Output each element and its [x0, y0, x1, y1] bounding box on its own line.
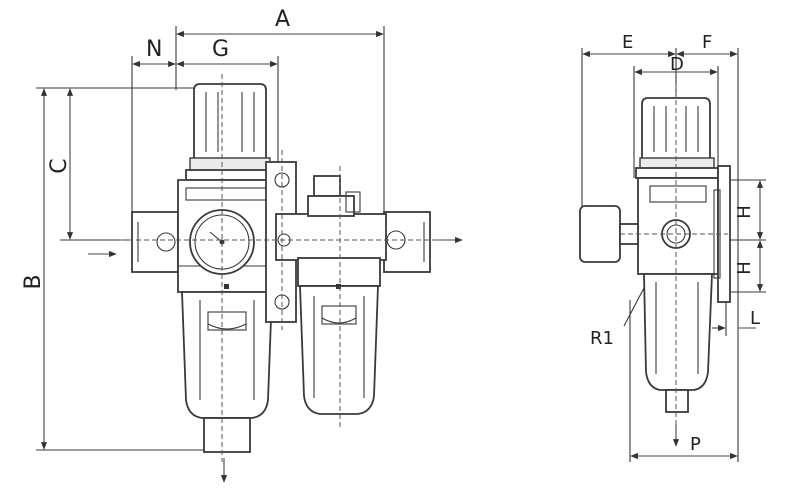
front-view: A N G B C: [21, 7, 463, 483]
dimension-e-f: E F: [581, 32, 739, 300]
lubricator: [297, 175, 381, 415]
dimension-a: A: [175, 7, 385, 212]
label-p: P: [690, 434, 701, 455]
label-c: C: [47, 158, 72, 173]
label-l: L: [750, 308, 760, 329]
side-view: E F D H H L: [579, 32, 766, 462]
dimension-p: P: [629, 300, 739, 462]
label-h-upper: H: [734, 205, 755, 219]
label-f: F: [702, 32, 712, 53]
label-h-lower: H: [734, 261, 755, 275]
inlet-port: [131, 211, 179, 273]
dimension-n-g: N G: [131, 37, 279, 212]
label-g: G: [212, 37, 229, 62]
regulator-knob: [185, 83, 275, 181]
dimension-b-c: B C: [21, 87, 210, 451]
dimension-l: L: [712, 300, 760, 336]
filter-bowl: [181, 284, 273, 453]
label-a: A: [275, 7, 290, 32]
side-regulator-knob: [635, 97, 719, 179]
label-r1: R1: [590, 328, 614, 349]
label-n: N: [146, 37, 162, 62]
outlet-port: [383, 211, 431, 273]
label-e: E: [622, 32, 633, 53]
dimension-h: H H: [700, 179, 766, 293]
label-b: B: [21, 274, 46, 289]
side-bowl: [643, 273, 713, 413]
label-d: D: [670, 54, 684, 75]
dimension-d: D: [633, 54, 719, 178]
side-body: [637, 177, 719, 275]
